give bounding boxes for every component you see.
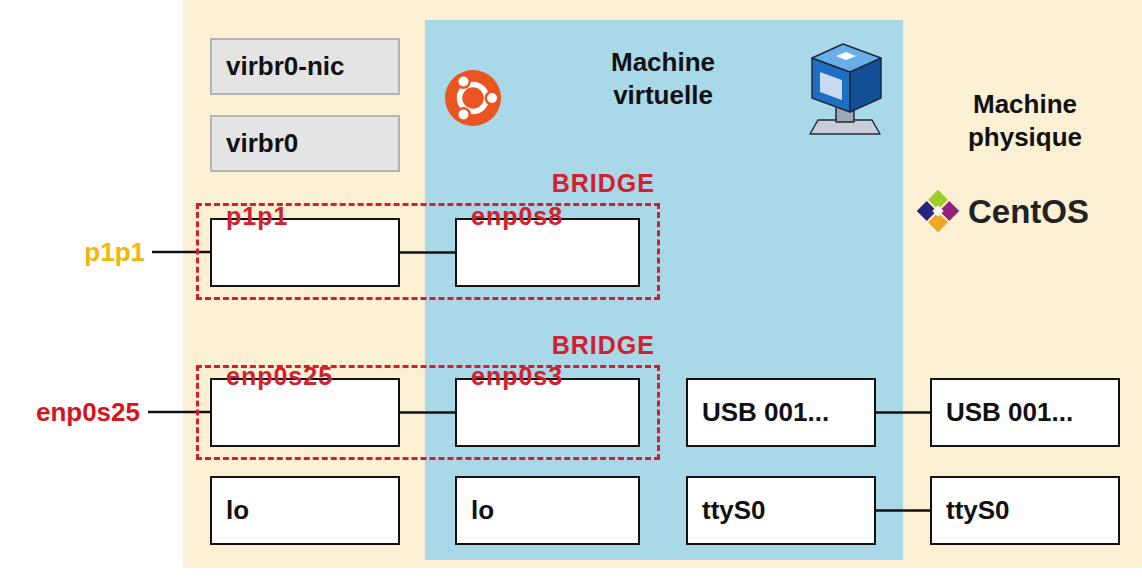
network-interface: enp0s8 xyxy=(455,218,640,287)
serial-port: ttyS0 xyxy=(930,476,1120,545)
link-line xyxy=(876,411,930,414)
host-machine-panel: USB 001... lo ttyS0 Machine virtuelle virbr0… xyxy=(183,0,1142,568)
bridge-group: enp0s25enp0s3BRIDGE xyxy=(196,365,660,460)
ubuntu-logo xyxy=(445,70,501,126)
interface-name: virbr0 xyxy=(226,127,298,160)
virtual-machine-panel: USB 001... lo ttyS0 Machine virtuelle xyxy=(425,20,903,560)
interface-label: p1p1 xyxy=(84,236,145,268)
leader-line xyxy=(152,251,210,254)
interface-name: USB 001... xyxy=(946,396,1073,429)
link-line xyxy=(876,509,930,512)
network-interface: enp0s25 xyxy=(210,378,400,447)
bridge-group: p1p1enp0s8BRIDGE xyxy=(196,203,660,300)
centos-logo xyxy=(917,190,959,232)
panel-ground xyxy=(183,0,1142,568)
interface-name: ttyS0 xyxy=(702,494,766,527)
interface-name: enp0s8 xyxy=(471,202,565,230)
usb-device: USB 001... xyxy=(930,378,1120,447)
serial-port: ttyS0 xyxy=(686,476,876,545)
network-interface: p1p1 xyxy=(210,218,400,287)
interface-name: enp0s3 xyxy=(471,362,565,390)
interface-name: p1p1 xyxy=(226,202,290,230)
inactive-interface: virbr0 xyxy=(210,115,400,172)
logo-text: CentOS xyxy=(968,192,1089,231)
interface-name: lo xyxy=(471,494,494,527)
panel-ground xyxy=(425,20,903,560)
inactive-interface: virbr0-nic xyxy=(210,38,400,95)
panel-title: Machine virtuelle xyxy=(593,46,733,112)
interface-name: USB 001... xyxy=(702,396,829,429)
virtualbox-logo xyxy=(810,44,881,134)
usb-device: USB 001... xyxy=(686,378,876,447)
loopback-interface: lo xyxy=(455,476,640,545)
interface-name: enp0s25 xyxy=(226,362,335,390)
link-line xyxy=(400,251,455,254)
interface-name: ttyS0 xyxy=(946,494,1010,527)
interface-name: lo xyxy=(226,494,249,527)
interface-label: enp0s25 xyxy=(36,396,140,428)
network-interface: enp0s3 xyxy=(455,378,640,447)
link-line xyxy=(400,411,455,414)
interface-name: virbr0-nic xyxy=(226,50,345,83)
bridge-label: BRIDGE xyxy=(199,169,657,197)
loopback-interface: lo xyxy=(210,476,400,545)
leader-line xyxy=(148,411,210,414)
bridge-label: BRIDGE xyxy=(199,331,657,359)
panel-title: Machine physique xyxy=(955,88,1095,154)
